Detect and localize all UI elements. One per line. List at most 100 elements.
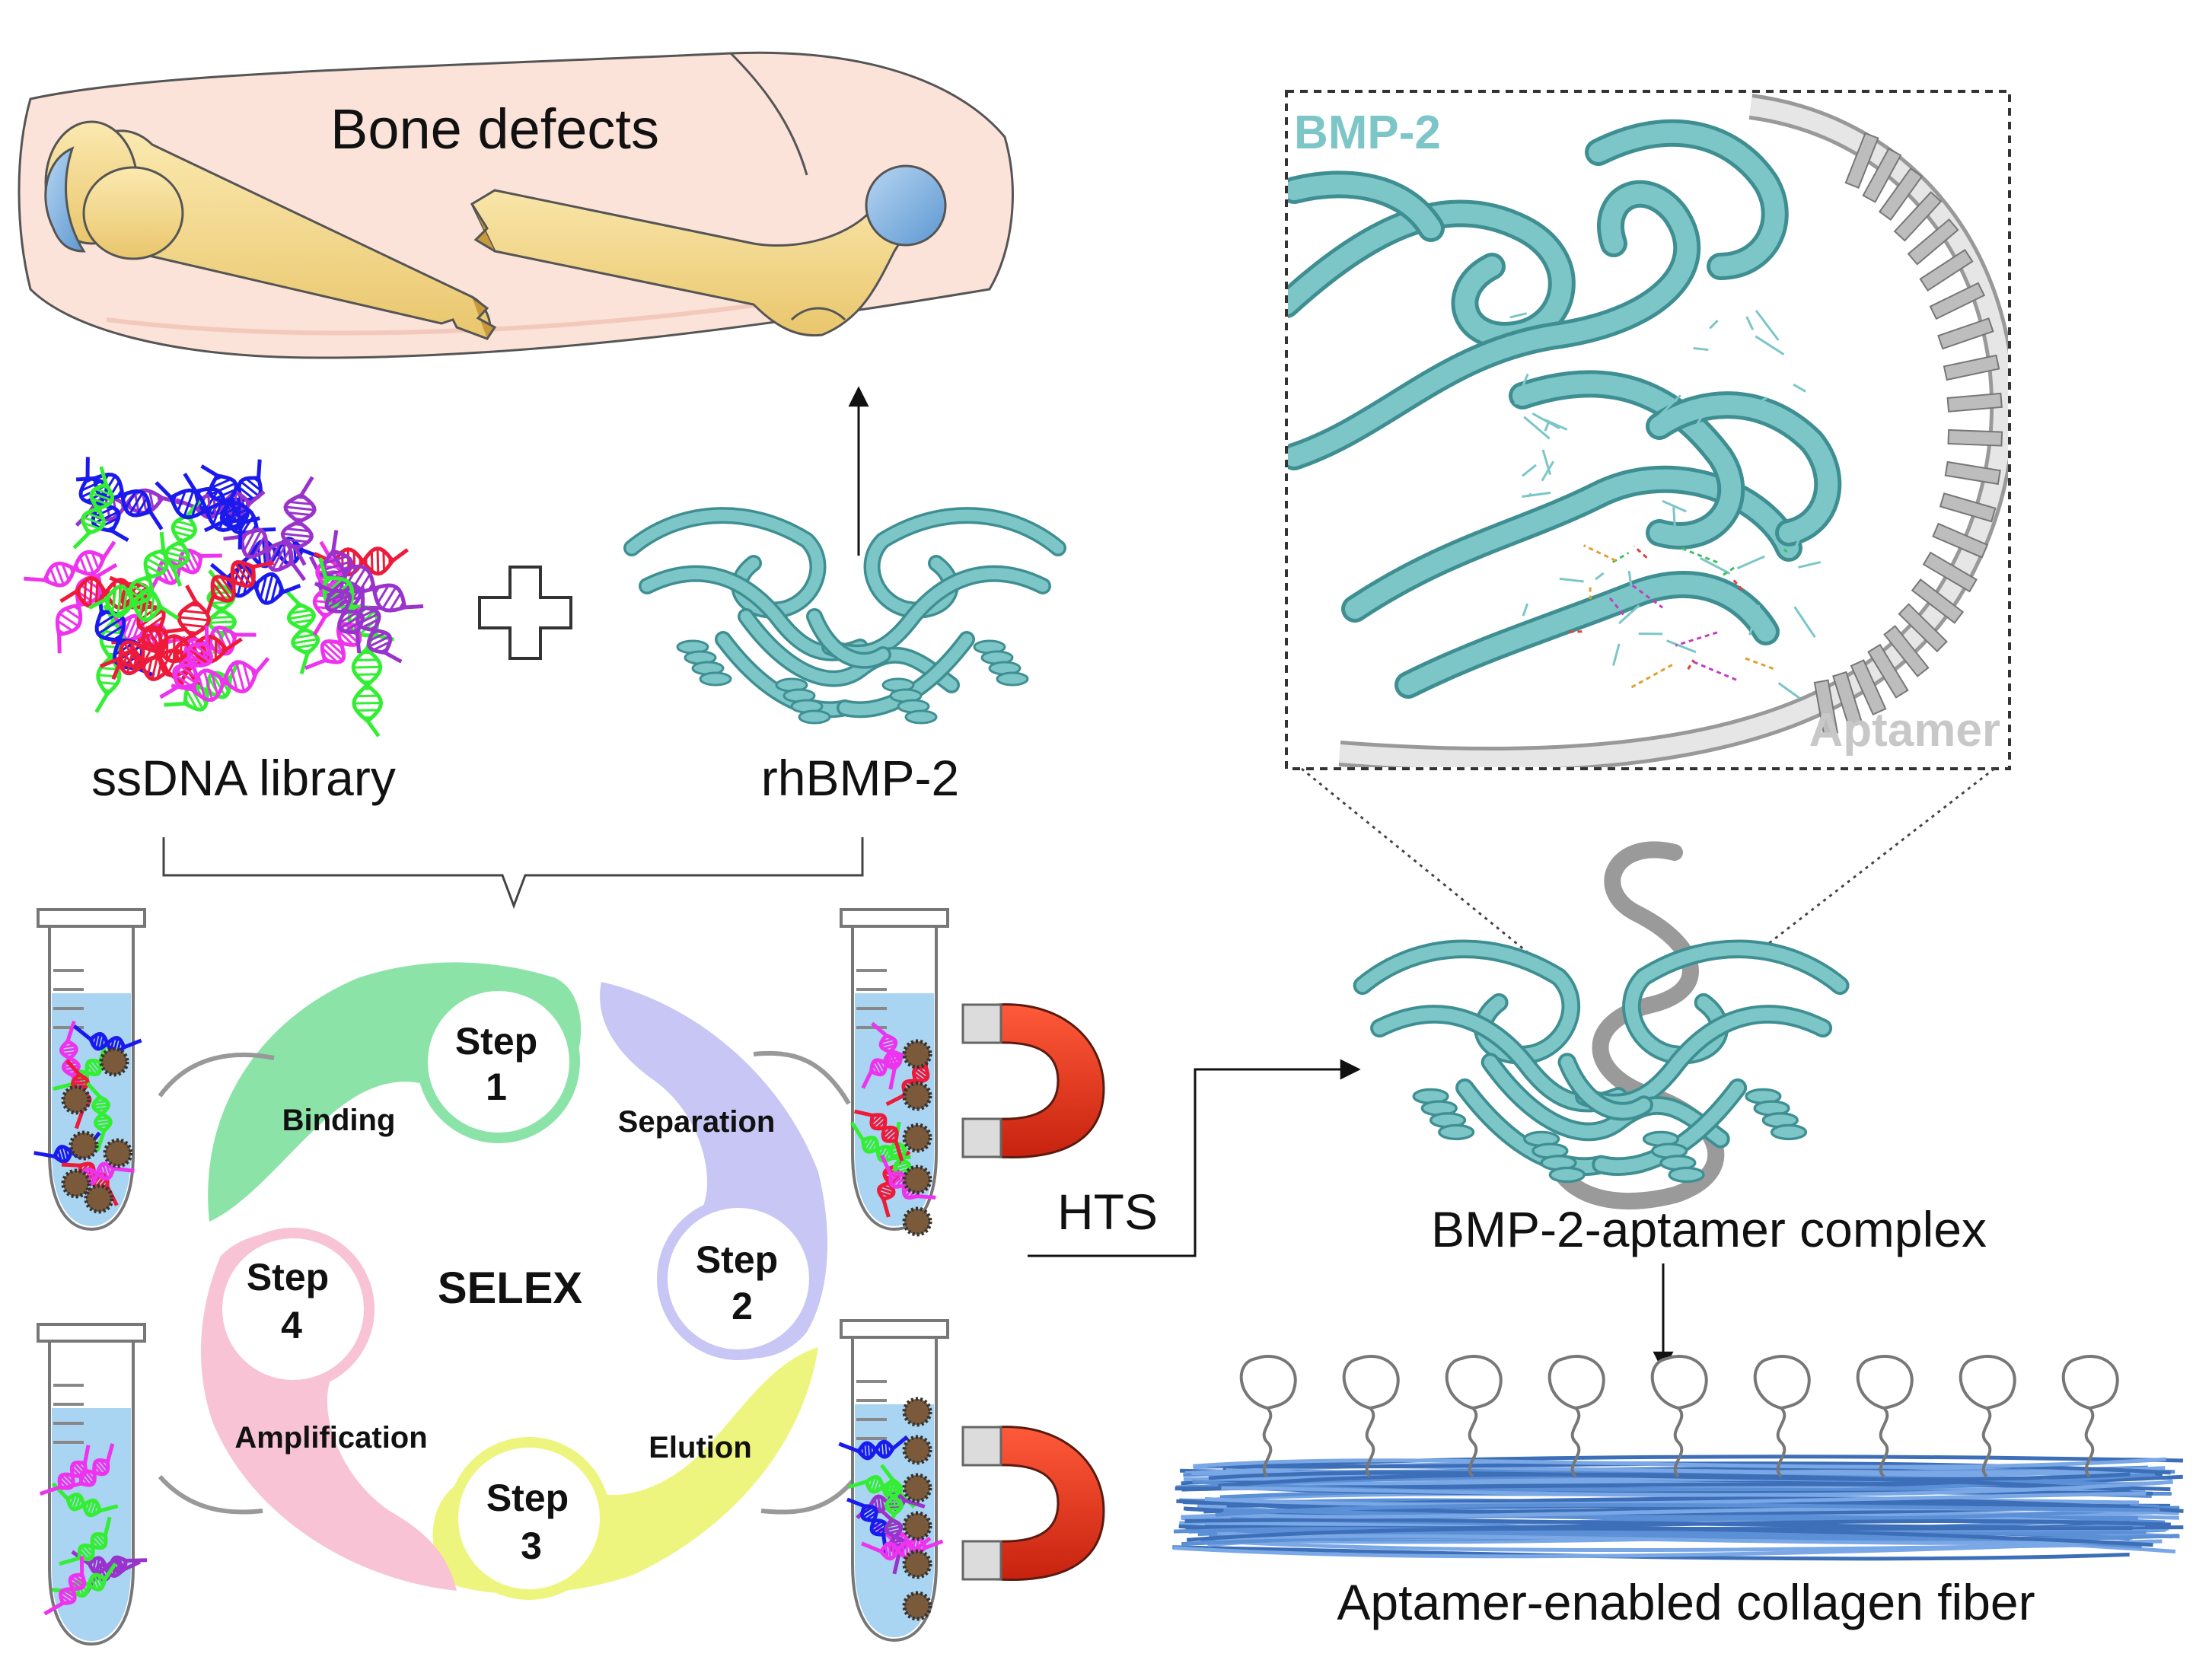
dna-helix-icon xyxy=(159,625,213,699)
step3-word: Step xyxy=(486,1477,569,1519)
dna-helix-icon xyxy=(280,476,317,566)
zoom-line-left xyxy=(1301,767,1546,968)
dna-helix-icon xyxy=(314,582,365,654)
step3-circle xyxy=(448,1437,610,1600)
protein-ribbon-icon xyxy=(623,507,1066,725)
aptamer-strand xyxy=(1342,1354,1400,1478)
hts-arrow xyxy=(1028,1059,1361,1257)
plus-icon xyxy=(478,566,572,660)
selex-wheel: Step 1 Step 2 Step 3 Step 4 Binding Sepa… xyxy=(200,962,827,1600)
magnetic-bead-icon xyxy=(902,1206,932,1237)
magnetic-bead-icon xyxy=(902,1165,932,1195)
aptamer-strand xyxy=(1552,841,1725,1210)
magnetic-bead-icon xyxy=(69,1130,99,1161)
aptamer-strand xyxy=(1445,1354,1503,1478)
hts-label: HTS xyxy=(1057,1184,1158,1240)
step4-number: 4 xyxy=(281,1304,302,1346)
magnetic-bead-icon xyxy=(902,1397,932,1427)
aptamer-strand xyxy=(1856,1354,1914,1478)
brace xyxy=(162,837,864,910)
magnetic-bead-icon xyxy=(902,1473,932,1503)
step2-number: 2 xyxy=(731,1285,753,1327)
ssdna-library-cluster xyxy=(24,457,424,738)
dna-helix-icon xyxy=(861,1050,923,1089)
protein-ribbon-icon xyxy=(623,507,1066,725)
dna-helix-icon xyxy=(72,466,115,550)
aptamer-strand xyxy=(2061,1354,2119,1478)
magnet-icon xyxy=(961,1003,1105,1159)
magnetic-bead-icon xyxy=(84,1184,114,1214)
dna-helix-icon xyxy=(838,1435,909,1461)
dna-helix-icon xyxy=(39,1445,91,1496)
aptamer-strand xyxy=(1239,1354,1297,1478)
connector-amplification xyxy=(158,1475,263,1515)
step4-circle xyxy=(212,1228,375,1391)
bmp2-aptamer-zoom-panel: BMP-2 Aptamer xyxy=(1285,90,2011,770)
ssdna-library-label: ssDNA library xyxy=(91,750,396,806)
dna-helix-icon xyxy=(111,625,188,680)
step1-number: 1 xyxy=(486,1066,507,1108)
dna-helix-icon xyxy=(115,531,169,618)
magnetic-bead-icon xyxy=(902,1435,932,1465)
microcentrifuge-tube-icon xyxy=(37,1323,148,1646)
magnetic-bead-icon xyxy=(61,1168,91,1199)
magnetic-bead-icon xyxy=(902,1081,932,1111)
magnetic-bead-icon xyxy=(61,1085,91,1115)
magnet-icon xyxy=(961,1426,1105,1582)
protein-ribbon-icon xyxy=(1353,939,1850,1184)
microcentrifuge-tube-icon xyxy=(840,908,949,1237)
amplification-label: Amplification xyxy=(234,1421,427,1455)
step1-word: Step xyxy=(455,1020,537,1063)
separation-label: Separation xyxy=(618,1105,776,1139)
rhbmp2-label: rhBMP-2 xyxy=(761,750,959,806)
zoom-line-right xyxy=(1758,767,1995,953)
step1-circle xyxy=(417,980,580,1143)
magnetic-bead-icon xyxy=(902,1039,932,1069)
step2-circle xyxy=(657,1197,820,1360)
dna-helix-icon xyxy=(43,1556,87,1616)
bone-defects-title: Bone defects xyxy=(330,97,659,161)
dna-helix-icon xyxy=(73,1024,142,1055)
bmp2-label: BMP-2 xyxy=(1294,107,1441,159)
magnetic-bead-icon xyxy=(103,1138,133,1168)
bone-icon xyxy=(44,120,497,340)
dna-helix-icon xyxy=(853,1109,904,1161)
aptamer-label: Aptamer xyxy=(1809,704,2000,757)
dna-helix-icon xyxy=(285,589,320,674)
aptamer-strand xyxy=(1547,1354,1605,1478)
dna-helix-icon xyxy=(200,464,250,550)
selex-center-label: SELEX xyxy=(438,1263,582,1313)
binding-label: Binding xyxy=(282,1104,396,1137)
protein-ribbon-icon xyxy=(1353,939,1850,1184)
connector-separation xyxy=(753,1050,851,1105)
protein-ribbon-icon xyxy=(1288,94,2008,767)
elution-label: Elution xyxy=(649,1431,752,1464)
magnetic-bead-icon xyxy=(902,1123,932,1153)
complex-label: BMP-2-aptamer complex xyxy=(1431,1201,1987,1257)
aptamer-strand xyxy=(1753,1354,1811,1478)
dna-helix-icon xyxy=(75,473,164,531)
magnetic-bead-icon xyxy=(902,1549,932,1579)
magnetic-bead-icon xyxy=(99,1047,129,1077)
aptamer-strand xyxy=(1650,1354,1708,1478)
microcentrifuge-tube-icon xyxy=(33,908,146,1232)
dna-helix-icon xyxy=(85,1082,113,1152)
bone-defects-panel: Bone defects xyxy=(18,51,1014,359)
dna-helix-icon xyxy=(355,586,403,664)
step4-word: Step xyxy=(247,1256,329,1298)
dna-helix-icon xyxy=(205,560,275,614)
bone-icon xyxy=(470,164,947,337)
magnetic-bead-icon xyxy=(902,1511,932,1541)
dna-helix-icon xyxy=(51,1482,119,1518)
dna-helix-icon xyxy=(24,540,116,588)
microcentrifuge-tube-icon xyxy=(838,1319,949,1643)
aptamer-strand xyxy=(1959,1354,2016,1478)
dna-helix-icon xyxy=(24,457,424,738)
magnetic-bead-icon xyxy=(902,1591,932,1621)
connector-binding xyxy=(158,1052,275,1098)
dna-helix-icon xyxy=(171,657,270,703)
dna-helix-icon xyxy=(876,1506,907,1575)
fiber-label: Aptamer-enabled collagen fiber xyxy=(1337,1574,2035,1630)
collagen-fiber xyxy=(1172,1354,2184,1561)
